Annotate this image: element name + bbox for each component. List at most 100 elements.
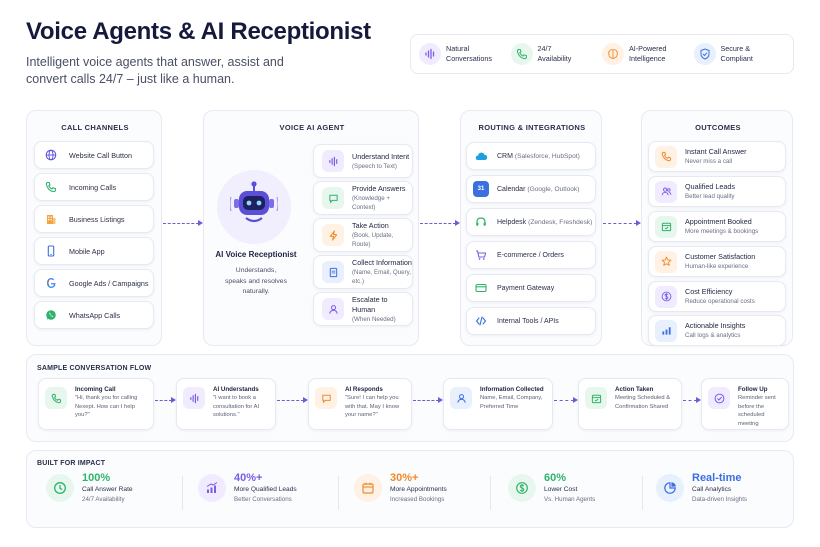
agent-step-understand-intent: Understand Intent(Speech to Text) [313, 144, 413, 178]
chat-bubble-icon [322, 187, 344, 209]
channel-label: Website Call Button [69, 150, 132, 160]
calendar-check-icon [655, 215, 677, 238]
step-title: Understand Intent [352, 151, 410, 161]
impact-label: Lower Cost [544, 486, 578, 493]
impact-sublabel: Vs. Human Agents [544, 496, 596, 503]
clock-icon [46, 474, 74, 502]
impact-title: BUILT FOR IMPACT [37, 460, 106, 467]
integration-ecommerce[interactable]: E-commerce / Orders [466, 241, 596, 269]
integration-internal-tools[interactable]: Internal Tools / APIs [466, 307, 596, 335]
integration-label: Calendar [497, 185, 526, 193]
phone-icon [43, 179, 59, 195]
flow-step-desc: "Hi, thank you for calling Nexept. How c… [75, 395, 138, 418]
bar-chart-icon [655, 319, 677, 342]
channel-label: WhatsApp Calls [69, 310, 121, 320]
person-icon [322, 298, 344, 320]
impact-sublabel: Increased Bookings [390, 496, 445, 503]
integration-label: CRM [497, 152, 513, 160]
impact-value: Real-time [692, 472, 742, 484]
badge-line2: Availability [537, 54, 572, 63]
integration-payment-gateway[interactable]: Payment Gateway [466, 274, 596, 302]
call-channels-title: CALL CHANNELS [61, 123, 129, 132]
impact-value: 60% [544, 472, 567, 484]
integration-sub: (Salesforce, HubSpot) [514, 152, 580, 160]
badge-line2: Conversations [446, 54, 492, 63]
globe-icon [43, 147, 59, 163]
lightning-icon [322, 224, 344, 246]
dollar-icon [508, 474, 536, 502]
shield-check-icon [693, 43, 716, 65]
outcome-title: Instant Call Answer [685, 147, 747, 156]
step-desc: (When Needed) [352, 315, 396, 323]
outcomes-title: OUTCOMES [695, 123, 741, 132]
flow-step-desc: Meeting Scheduled & Confirmation Shared [615, 395, 671, 410]
outcome-title: Cost Efficiency [685, 287, 733, 296]
flow-step-title: Incoming Call [75, 386, 116, 393]
channel-business-listings[interactable]: Business Listings [34, 205, 154, 233]
impact-value: 40%+ [234, 472, 263, 484]
integration-sub: (Zendesk, Freshdesk) [528, 218, 593, 226]
channel-whatsapp-calls[interactable]: WhatsApp Calls [34, 301, 154, 329]
code-icon [473, 313, 489, 329]
bot-name: AI Voice Receptionist [215, 250, 297, 259]
voice-ai-agent-title: VOICE AI AGENT [279, 123, 345, 132]
step-title: Provide Answers [352, 184, 406, 193]
divider [642, 476, 643, 510]
flow-arrow [277, 397, 308, 403]
mobile-icon [43, 243, 59, 259]
badge-line1: AI-Powered [629, 44, 667, 53]
integration-crm[interactable]: CRM (Salesforce, HubSpot) [466, 142, 596, 170]
card-icon [473, 280, 489, 296]
channel-label: Google Ads / Campaigns [69, 278, 149, 288]
flow-step-title: AI Responds [345, 386, 383, 393]
flow-arrow [683, 397, 701, 403]
outcome-desc: Human-like experience [685, 263, 749, 270]
bot-description: Understands, speaks and resolves natural… [225, 267, 287, 295]
agent-step-take-action: Take Action(Book, Update, Route) [313, 218, 413, 252]
flow-title: SAMPLE CONVERSATION FLOW [37, 365, 152, 372]
check-circle-icon [708, 387, 730, 409]
channel-label: Business Listings [69, 214, 125, 224]
integration-label: Helpdesk [497, 218, 527, 226]
google-icon [43, 275, 59, 291]
channel-label: Incoming Calls [69, 182, 117, 192]
calendar-icon: 31 [473, 181, 489, 197]
impact-sublabel: 24/7 Availability [82, 496, 125, 503]
step-desc: (Book, Update, Route) [352, 232, 394, 248]
badge-line1: Natural [446, 44, 470, 53]
building-icon [43, 211, 59, 227]
growth-chart-icon [198, 474, 226, 502]
channel-incoming-calls[interactable]: Incoming Calls [34, 173, 154, 201]
integration-helpdesk[interactable]: Helpdesk (Zendesk, Freshdesk) [466, 208, 596, 236]
cart-icon [473, 247, 489, 263]
divider [182, 476, 183, 510]
impact-label: Call Analytics [692, 486, 732, 493]
waveform-icon [419, 43, 441, 65]
headset-icon [473, 214, 489, 230]
flow-arrow [603, 220, 641, 226]
channel-mobile-app[interactable]: Mobile App [34, 237, 154, 265]
channel-website-call-button[interactable]: Website Call Button [34, 141, 154, 169]
integration-label: Payment Gateway [497, 284, 555, 292]
cloud-icon [473, 148, 489, 164]
channel-google-ads[interactable]: Google Ads / Campaigns [34, 269, 154, 297]
flow-step-desc: "Sure! I can help you with that. May I k… [345, 395, 400, 418]
outcome-title: Appointment Booked [685, 217, 752, 226]
integration-calendar[interactable]: 31 Calendar (Google, Outlook) [466, 175, 596, 203]
flow-step-title: Information Collected [480, 386, 544, 393]
outcome-desc: Never miss a call [685, 158, 733, 165]
badge-line2: Compliant [720, 54, 753, 63]
channel-label: Mobile App [69, 246, 105, 256]
page-subtitle: Intelligent voice agents that answer, as… [26, 55, 284, 86]
badge-line2: Intelligence [629, 54, 666, 63]
phone-icon [45, 387, 67, 409]
integration-label: E-commerce / Orders [497, 251, 564, 259]
